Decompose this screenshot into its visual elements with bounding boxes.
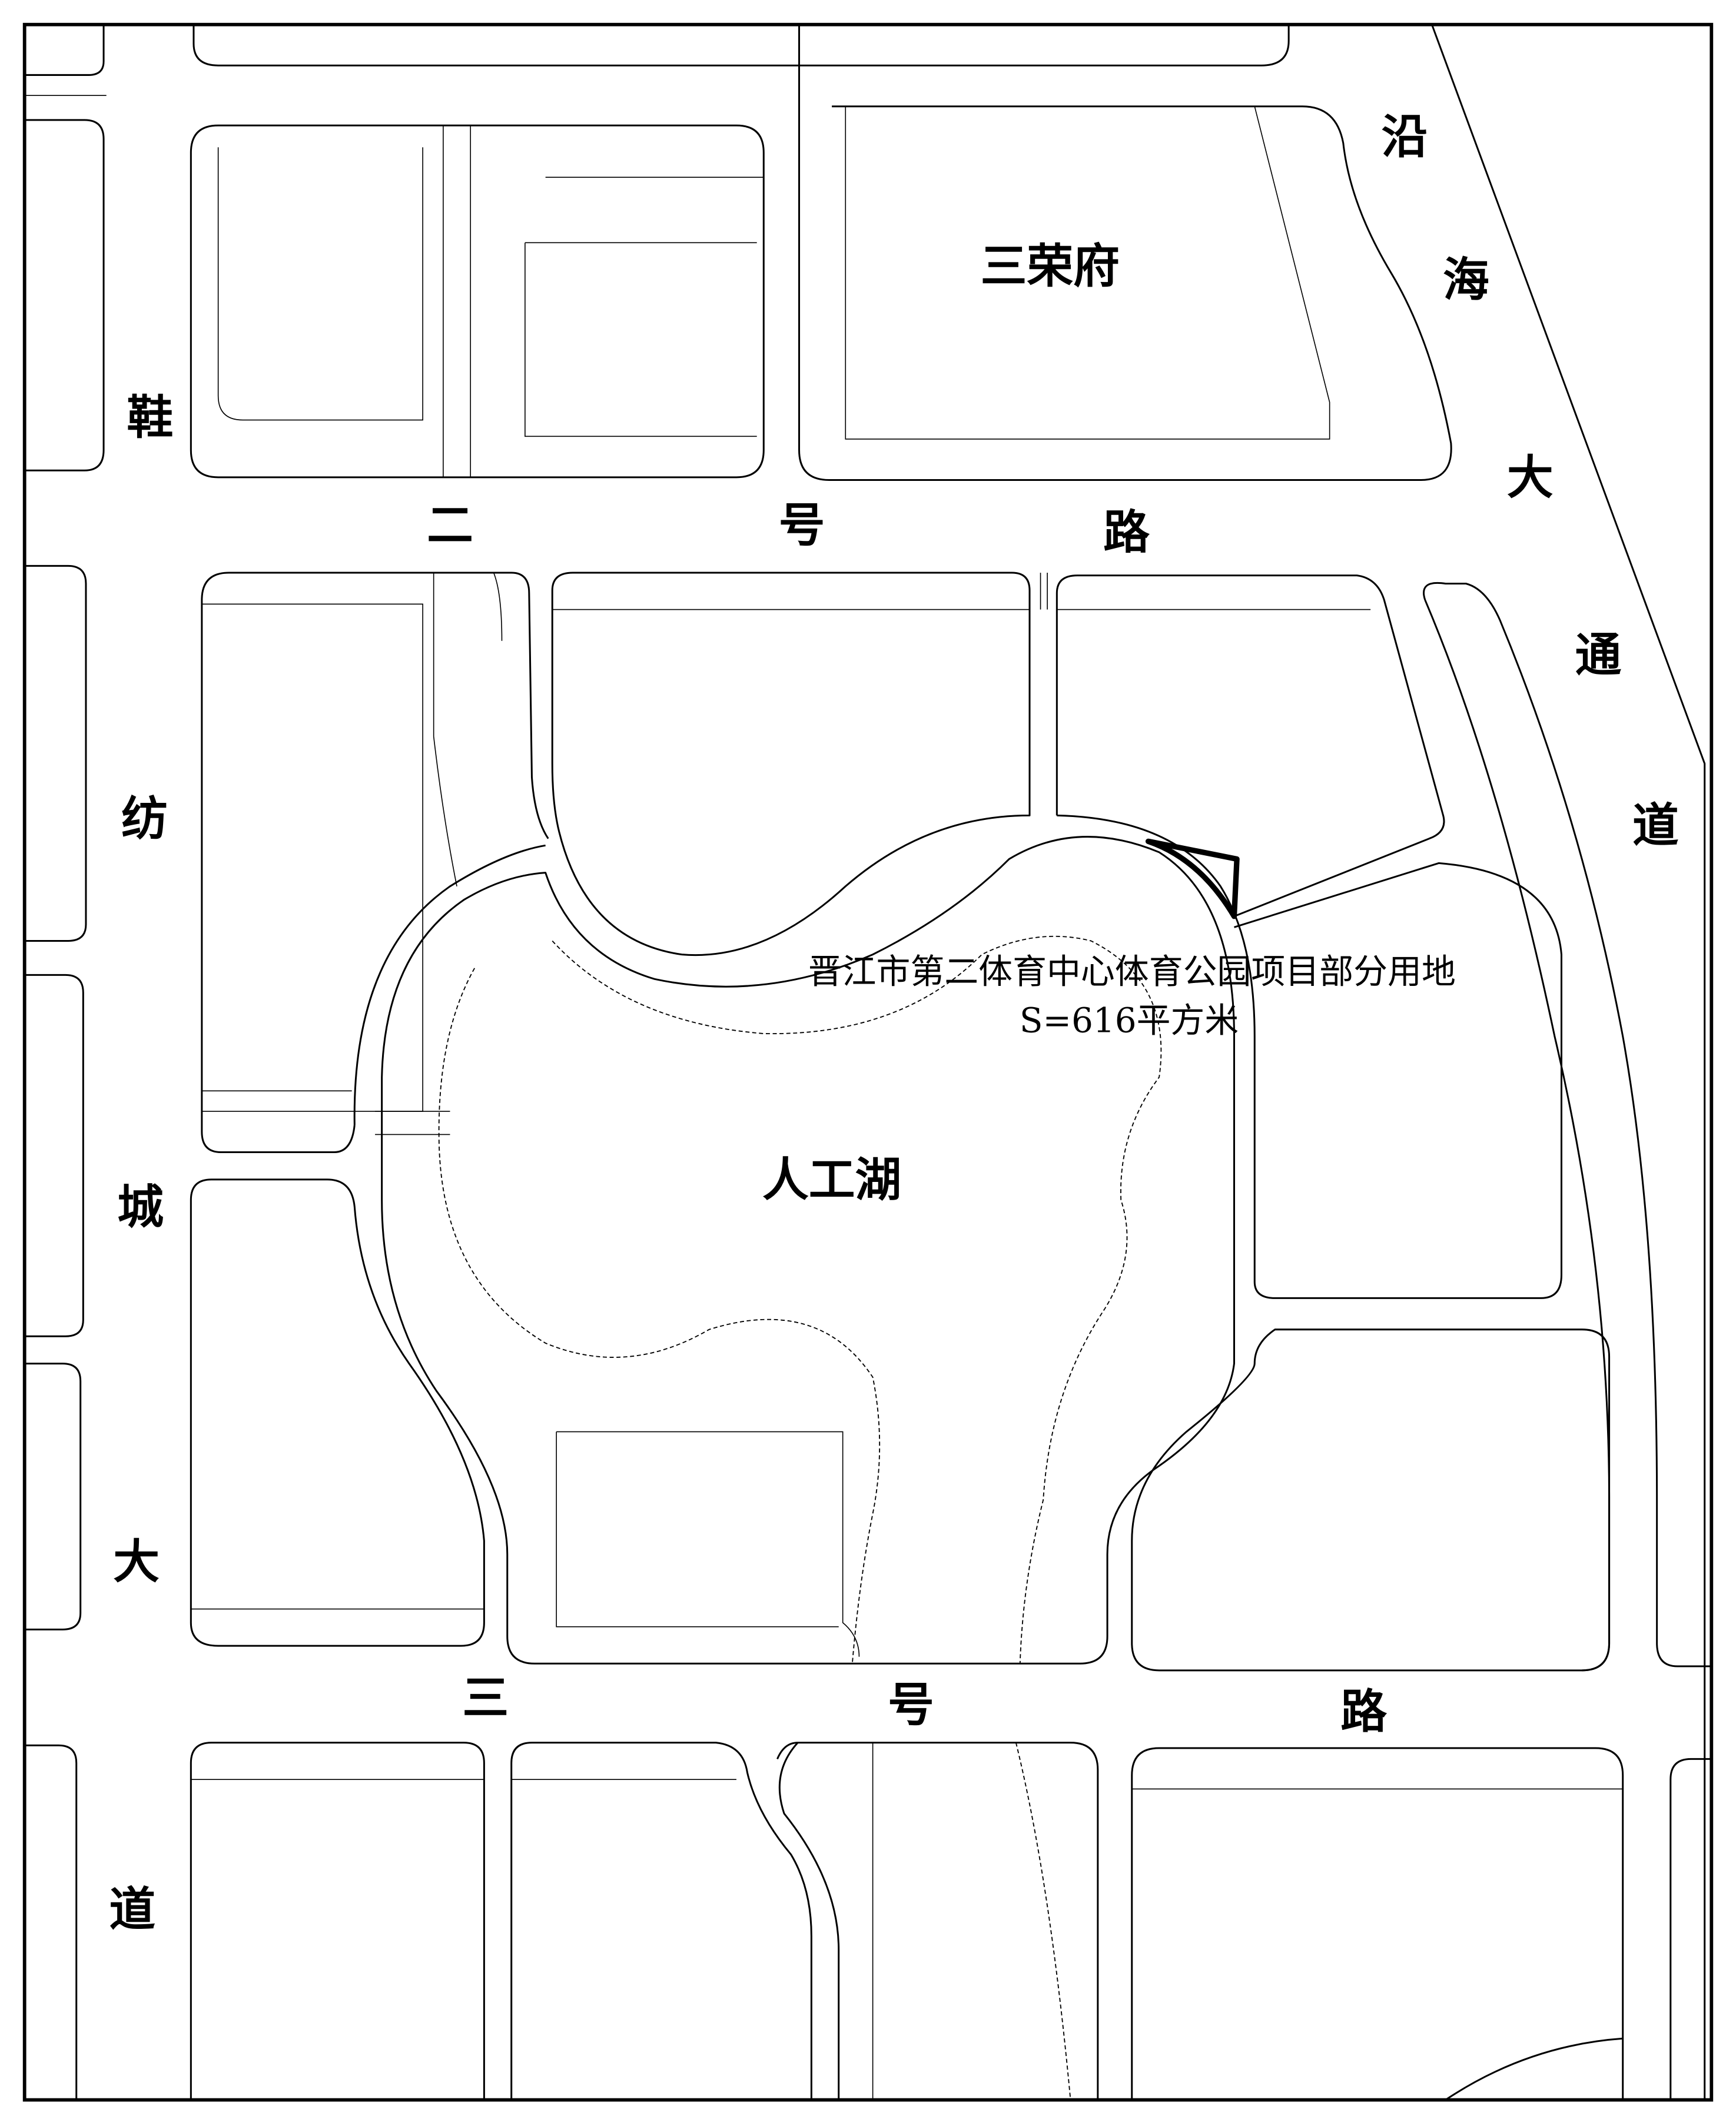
road-char: 路: [1103, 505, 1150, 559]
road-char: 大: [1507, 451, 1554, 505]
road-char: 城: [117, 1180, 164, 1234]
parcel-name-label: 晋江市第二体育中心体育公园项目部分用地: [808, 951, 1456, 991]
road-char: 纺: [121, 792, 168, 846]
blocks: [24, 24, 1712, 2101]
road-2-label: 二 号 路: [427, 499, 1150, 560]
road-char: 号: [888, 1678, 934, 1732]
map-border: [22, 22, 1714, 2102]
road-char: 通: [1575, 628, 1622, 682]
residential-label: 三荣府: [981, 240, 1120, 294]
road-char: 道: [109, 1882, 155, 1937]
road-3-label: 三 号 路: [462, 1671, 1387, 1739]
road-char: 海: [1443, 253, 1489, 307]
lake-label: 人工湖: [762, 1153, 901, 1207]
road-char: 道: [1632, 798, 1679, 852]
road-char: 号: [779, 499, 825, 553]
parcel-area-label: S=616平方米: [1020, 1001, 1239, 1041]
shoe-textile-avenue-label: 鞋 纺 城 大 道: [109, 391, 173, 1937]
road-char: 鞋: [127, 391, 173, 445]
road-char: 沿: [1382, 109, 1428, 164]
road-char: 二: [427, 499, 473, 553]
road-char: 三: [462, 1671, 509, 1725]
road-char: 路: [1340, 1685, 1387, 1739]
parcel-boundary: [1145, 838, 1240, 919]
road-char: 大: [113, 1535, 160, 1589]
coastal-avenue-label: 沿 海 大 通 道: [1382, 109, 1679, 852]
